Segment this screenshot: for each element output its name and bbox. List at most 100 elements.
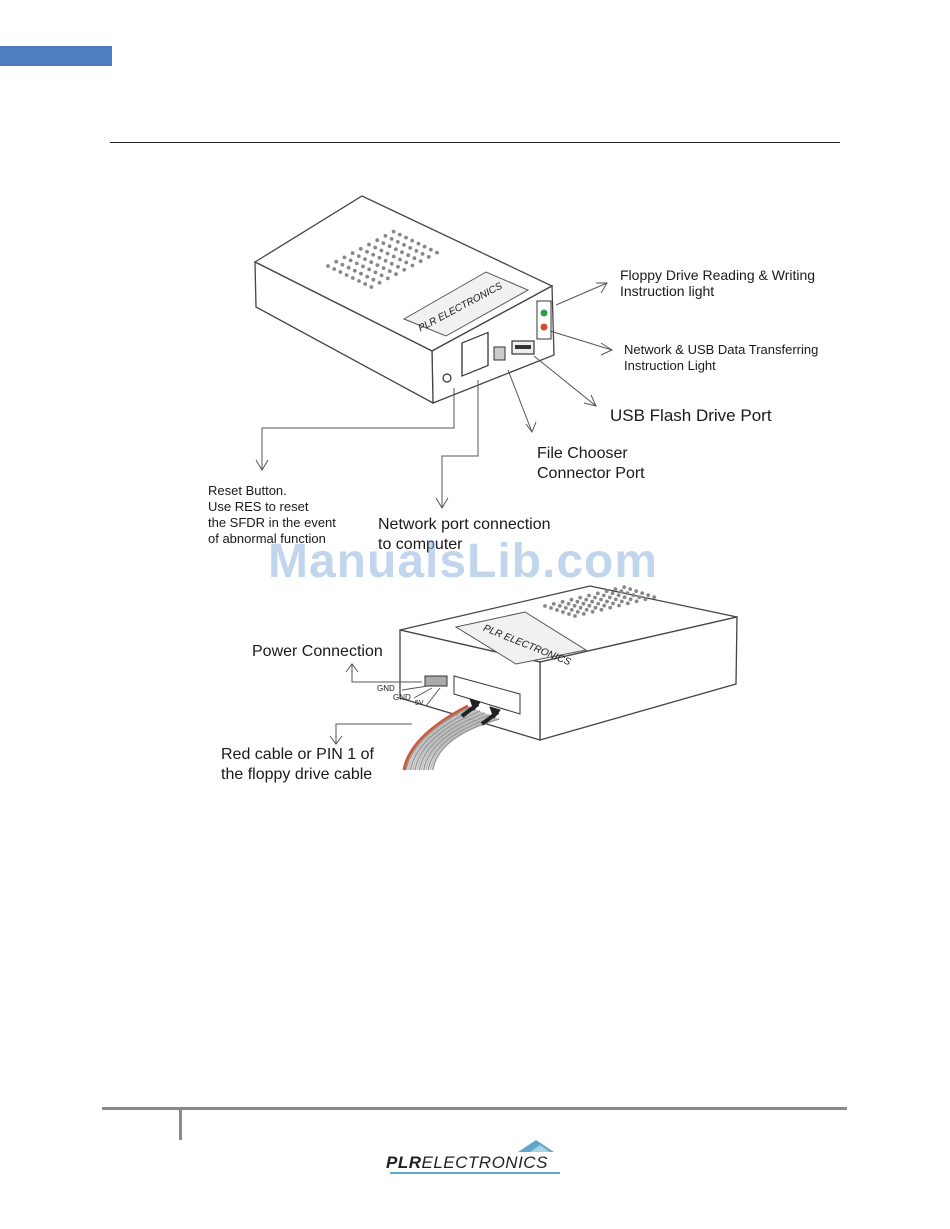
vent-hole	[387, 269, 392, 273]
vent-hole	[604, 589, 609, 594]
vent-hole	[572, 603, 577, 608]
vent-hole	[416, 241, 421, 246]
vent-hole	[383, 234, 388, 238]
vent-hole	[410, 263, 415, 268]
vent-hole	[385, 276, 390, 281]
vent-hole	[410, 238, 415, 243]
arrow-network-port-head	[435, 497, 449, 509]
arrow-network-light-line	[549, 330, 613, 351]
led-panel	[536, 300, 552, 340]
vent-hole	[590, 599, 595, 604]
vent-hole	[611, 601, 615, 606]
label-usb-port: USB Flash Drive Port	[610, 406, 772, 425]
five-v-leader	[425, 687, 441, 707]
vent-hole	[573, 614, 577, 618]
vent-hole	[628, 597, 633, 602]
label-network-port-line2: to computer	[378, 536, 463, 553]
vent-hole	[381, 266, 386, 270]
vent-hole	[400, 250, 404, 255]
green-led	[540, 309, 548, 317]
vent-hole	[354, 261, 359, 266]
vent-hole	[593, 605, 598, 610]
ribbon-strand	[425, 715, 493, 771]
vent-hole	[616, 593, 621, 598]
device2-label-plate	[454, 611, 588, 665]
vent-hole	[584, 597, 589, 602]
vent-hole	[622, 595, 627, 600]
label-network-port: Network port connection to computer	[378, 515, 551, 555]
vent-hole	[599, 607, 604, 612]
vent-hole	[350, 251, 355, 256]
reset-button-hole	[442, 373, 452, 383]
vent-hole	[569, 608, 574, 612]
ribbon-strand	[407, 707, 474, 771]
vent-hole	[373, 270, 378, 275]
vent-hole	[375, 263, 380, 267]
vent-hole	[622, 585, 627, 589]
label-reset-line3: the SFDR in the event	[208, 515, 336, 530]
footer-page-tick	[179, 1108, 182, 1140]
vent-hole	[625, 591, 630, 596]
label-reset: Reset Button. Use RES to reset the SFDR …	[208, 483, 336, 547]
vent-hole	[599, 597, 603, 602]
vent-hole	[344, 273, 349, 277]
vent-hole	[389, 261, 394, 266]
arrow-network-port-line	[441, 380, 479, 508]
vent-hole	[389, 237, 394, 241]
vent-hole	[610, 591, 615, 596]
vent-hole	[549, 606, 553, 610]
vent-hole	[394, 272, 398, 276]
label-floppy-light-line1: Floppy Drive Reading & Writing	[620, 267, 816, 283]
network-port	[461, 331, 489, 377]
label-network-light-line1: Network & USB Data Transferring	[624, 342, 819, 357]
vent-hole	[359, 271, 363, 276]
vent-hole	[543, 604, 547, 608]
footer-logo: PLRELECTRONICS	[386, 1140, 564, 1176]
vent-hole	[371, 277, 376, 282]
vent-hole	[412, 256, 417, 261]
vent-hole	[373, 245, 378, 250]
header-rule	[110, 142, 840, 143]
footer-logo-mark	[390, 1140, 560, 1174]
vent-hole	[605, 599, 609, 604]
vent-hole	[342, 255, 347, 260]
vent-hole	[365, 249, 369, 254]
vent-hole	[581, 612, 586, 616]
vent-hole	[383, 258, 388, 263]
vent-hole	[418, 259, 423, 264]
vent-hole	[334, 259, 339, 264]
label-floppy-light-line2: Instruction light	[620, 283, 715, 299]
vent-hole	[625, 601, 630, 606]
vent-hole	[422, 244, 427, 249]
vent-hole	[596, 601, 601, 606]
gnd2-leader	[413, 687, 433, 699]
vent-hole	[369, 285, 374, 289]
vent-hole	[379, 273, 384, 278]
ribbon-strand	[412, 709, 478, 771]
label-file-chooser-line1: File Chooser	[537, 445, 628, 462]
arrow-red-cable-head	[329, 735, 343, 745]
vent-hole	[387, 244, 392, 249]
insert-arrow-1-head	[469, 698, 481, 712]
arrow-usb-port-line	[533, 355, 597, 407]
vent-hole	[593, 595, 597, 600]
label-gnd2: GND	[393, 693, 411, 702]
label-network-light-line2: Instruction Light	[624, 358, 716, 373]
ribbon-strand	[423, 714, 490, 771]
footer-rule	[102, 1107, 847, 1110]
vent-hole	[628, 587, 633, 591]
vent-hole	[637, 595, 642, 600]
vent-hole	[617, 603, 621, 608]
arrow-reset-head	[255, 459, 269, 471]
vent-hole	[420, 252, 425, 256]
vent-hole	[640, 591, 645, 595]
vent-hole	[375, 238, 380, 243]
red-led	[540, 323, 548, 331]
vent-hole	[426, 255, 431, 259]
logo-triangle-inner	[530, 1145, 550, 1152]
vent-hole	[402, 267, 407, 272]
vent-hole	[406, 253, 411, 258]
arrow-file-chooser-head	[525, 421, 537, 434]
label-gnd1: GND	[377, 684, 395, 693]
